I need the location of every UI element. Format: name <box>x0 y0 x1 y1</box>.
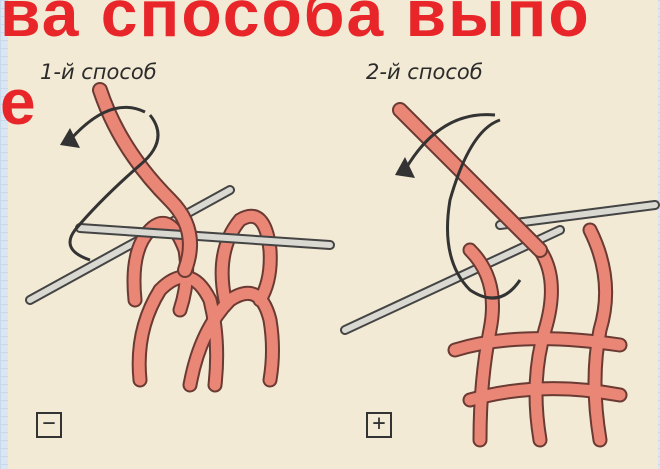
page-headline: ва способа выпо <box>0 0 660 46</box>
method-1-label: 1-й способ <box>40 60 157 84</box>
method-2-label: 2-й способ <box>366 60 483 84</box>
page-headline-continued: е <box>0 70 36 134</box>
method-2-drawing <box>345 110 655 440</box>
method-1-drawing <box>30 90 330 385</box>
plus-sign-icon: + <box>366 412 392 438</box>
minus-sign-icon: − <box>36 412 62 438</box>
